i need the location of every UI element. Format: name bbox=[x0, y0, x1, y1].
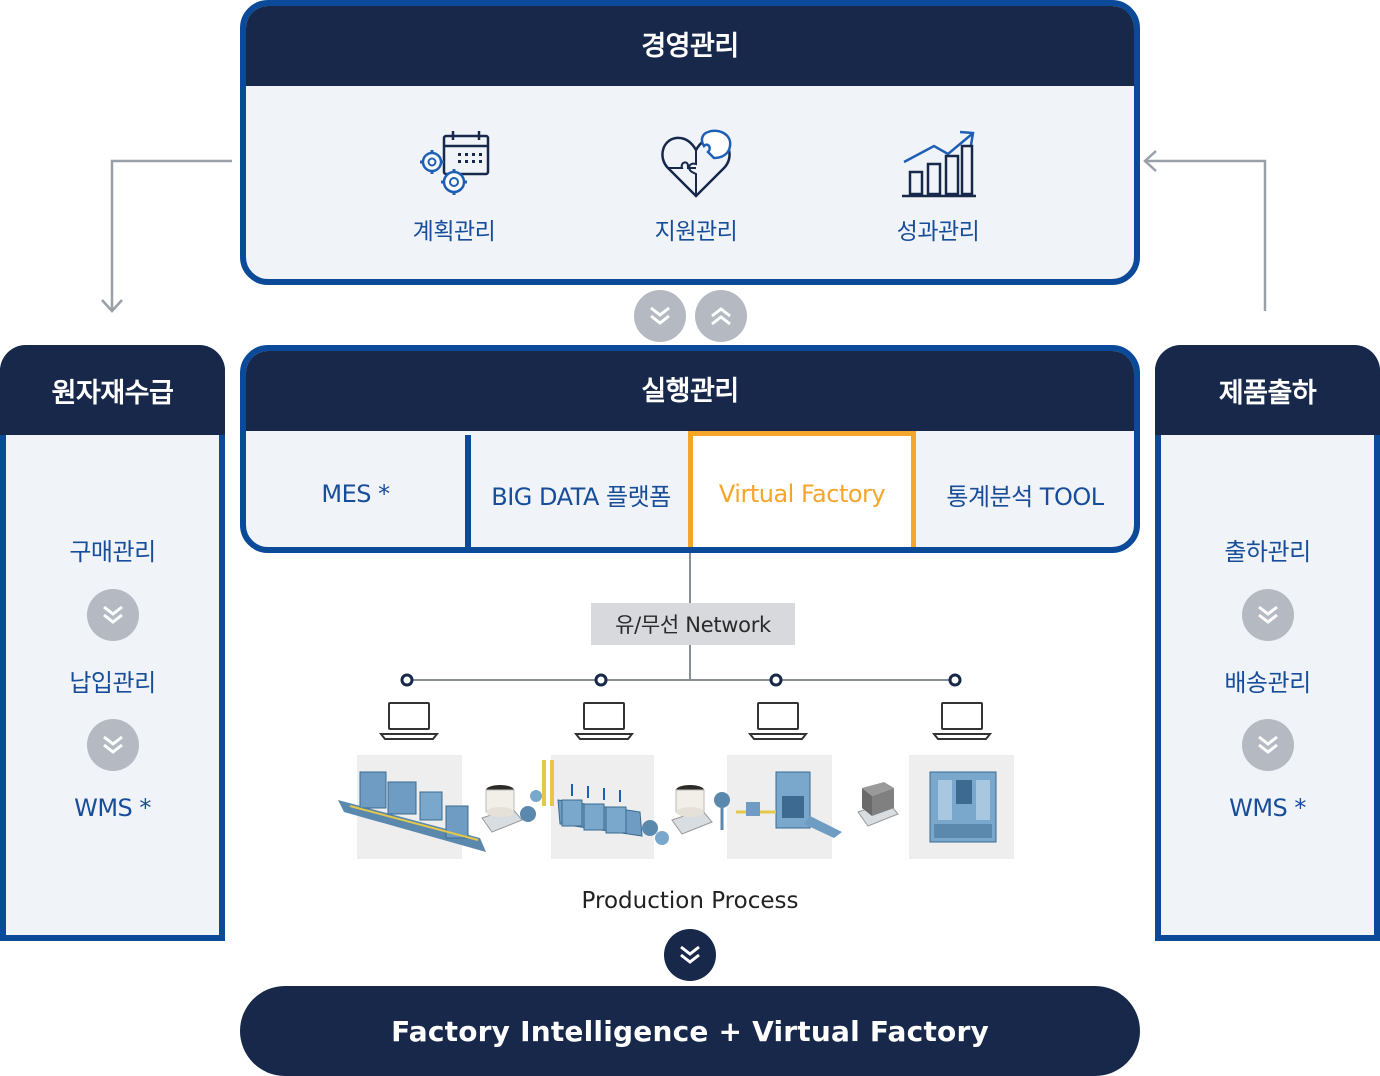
laptop-icon bbox=[573, 702, 635, 740]
network-nodes bbox=[400, 673, 962, 687]
double-chevron-down-icon bbox=[102, 605, 123, 624]
right-flow-arrow bbox=[1146, 159, 1267, 311]
planning-label: 계획관리 bbox=[412, 219, 496, 245]
double-chevron-down-icon bbox=[1257, 605, 1278, 624]
laptop-icon bbox=[378, 702, 440, 740]
flow-down-button-dark[interactable] bbox=[664, 929, 716, 981]
execution-title: 실행관리 bbox=[246, 351, 1134, 431]
performance-item[interactable]: 성과관리 bbox=[848, 128, 1028, 246]
cell-statistics-tool[interactable]: 통계분석 TOOL bbox=[946, 482, 1104, 511]
flow-down-circle bbox=[1241, 589, 1294, 641]
left-flow-arrow bbox=[110, 159, 232, 310]
growth-bar-chart-icon bbox=[902, 130, 976, 198]
valve-pipes-icon bbox=[520, 760, 554, 822]
right-flow-arrowhead bbox=[1143, 150, 1157, 172]
assembly-machine-icon bbox=[714, 771, 842, 838]
cell-machine-icon bbox=[557, 784, 669, 845]
product-shipping-title: 제품출하 bbox=[1155, 345, 1380, 435]
raw-material-panel: 원자재수급 구매관리 납입관리 WMS * bbox=[0, 345, 225, 941]
flow-down-circle bbox=[86, 719, 139, 771]
planning-item[interactable]: 계획관리 bbox=[364, 128, 544, 246]
cell-divider bbox=[465, 435, 471, 547]
purchase-management[interactable]: 구매관리 bbox=[69, 538, 156, 566]
container-icon bbox=[671, 785, 713, 835]
double-chevron-down-icon bbox=[1257, 735, 1278, 754]
management-title: 경영관리 bbox=[246, 6, 1134, 86]
container-icon bbox=[481, 785, 523, 833]
raw-material-title: 원자재수급 bbox=[0, 345, 225, 435]
laptop-icon bbox=[931, 702, 993, 740]
laptop-icon bbox=[747, 702, 809, 740]
support-label: 지원관리 bbox=[654, 219, 738, 245]
box-container-icon bbox=[857, 782, 899, 827]
conveyor-machine-icon bbox=[338, 771, 486, 852]
network-node bbox=[594, 673, 608, 687]
flow-down-button[interactable] bbox=[634, 290, 686, 342]
heart-puzzle-icon bbox=[661, 129, 732, 198]
network-node bbox=[948, 673, 962, 687]
double-chevron-up-icon bbox=[711, 307, 731, 326]
flow-up-button[interactable] bbox=[695, 290, 747, 342]
cabinet-machine-icon bbox=[929, 771, 997, 843]
flow-down-circle bbox=[1241, 719, 1294, 771]
flow-down-circle bbox=[86, 589, 139, 641]
left-flow-arrowhead bbox=[101, 299, 123, 313]
execution-panel: 실행관리 MES * BIG DATA 플랫폼 Virtual Factory … bbox=[240, 345, 1140, 553]
cell-big-data[interactable]: BIG DATA 플랫폼 bbox=[491, 482, 671, 511]
distribution-management[interactable]: 배송관리 bbox=[1224, 669, 1311, 697]
delivery-management[interactable]: 납입관리 bbox=[69, 669, 156, 697]
network-node bbox=[769, 673, 783, 687]
double-chevron-down-icon bbox=[102, 735, 123, 754]
cell-virtual-factory[interactable]: Virtual Factory bbox=[688, 431, 916, 547]
performance-label: 성과관리 bbox=[896, 219, 980, 245]
network-node bbox=[400, 673, 414, 687]
management-panel: 경영관리 계획관리 지원관리 bbox=[240, 0, 1140, 285]
execution-cells: MES * BIG DATA 플랫폼 Virtual Factory 통계분석 … bbox=[246, 431, 1134, 547]
double-chevron-down-icon bbox=[680, 945, 700, 964]
wms-left[interactable]: WMS * bbox=[74, 794, 151, 822]
shipping-management[interactable]: 출하관리 bbox=[1224, 538, 1311, 566]
planning-gears-calendar-icon bbox=[420, 131, 490, 195]
network-label: 유/무선 Network bbox=[591, 603, 795, 645]
production-process-label: Production Process bbox=[581, 888, 799, 914]
cell-mes[interactable]: MES * bbox=[321, 480, 390, 508]
factory-intelligence-bar[interactable]: Factory Intelligence + Virtual Factory bbox=[240, 986, 1140, 1076]
support-item[interactable]: 지원관리 bbox=[606, 128, 786, 246]
wms-right[interactable]: WMS * bbox=[1229, 794, 1306, 822]
double-chevron-down-icon bbox=[650, 306, 670, 325]
product-shipping-panel: 제품출하 출하관리 배송관리 WMS * bbox=[1155, 345, 1380, 941]
